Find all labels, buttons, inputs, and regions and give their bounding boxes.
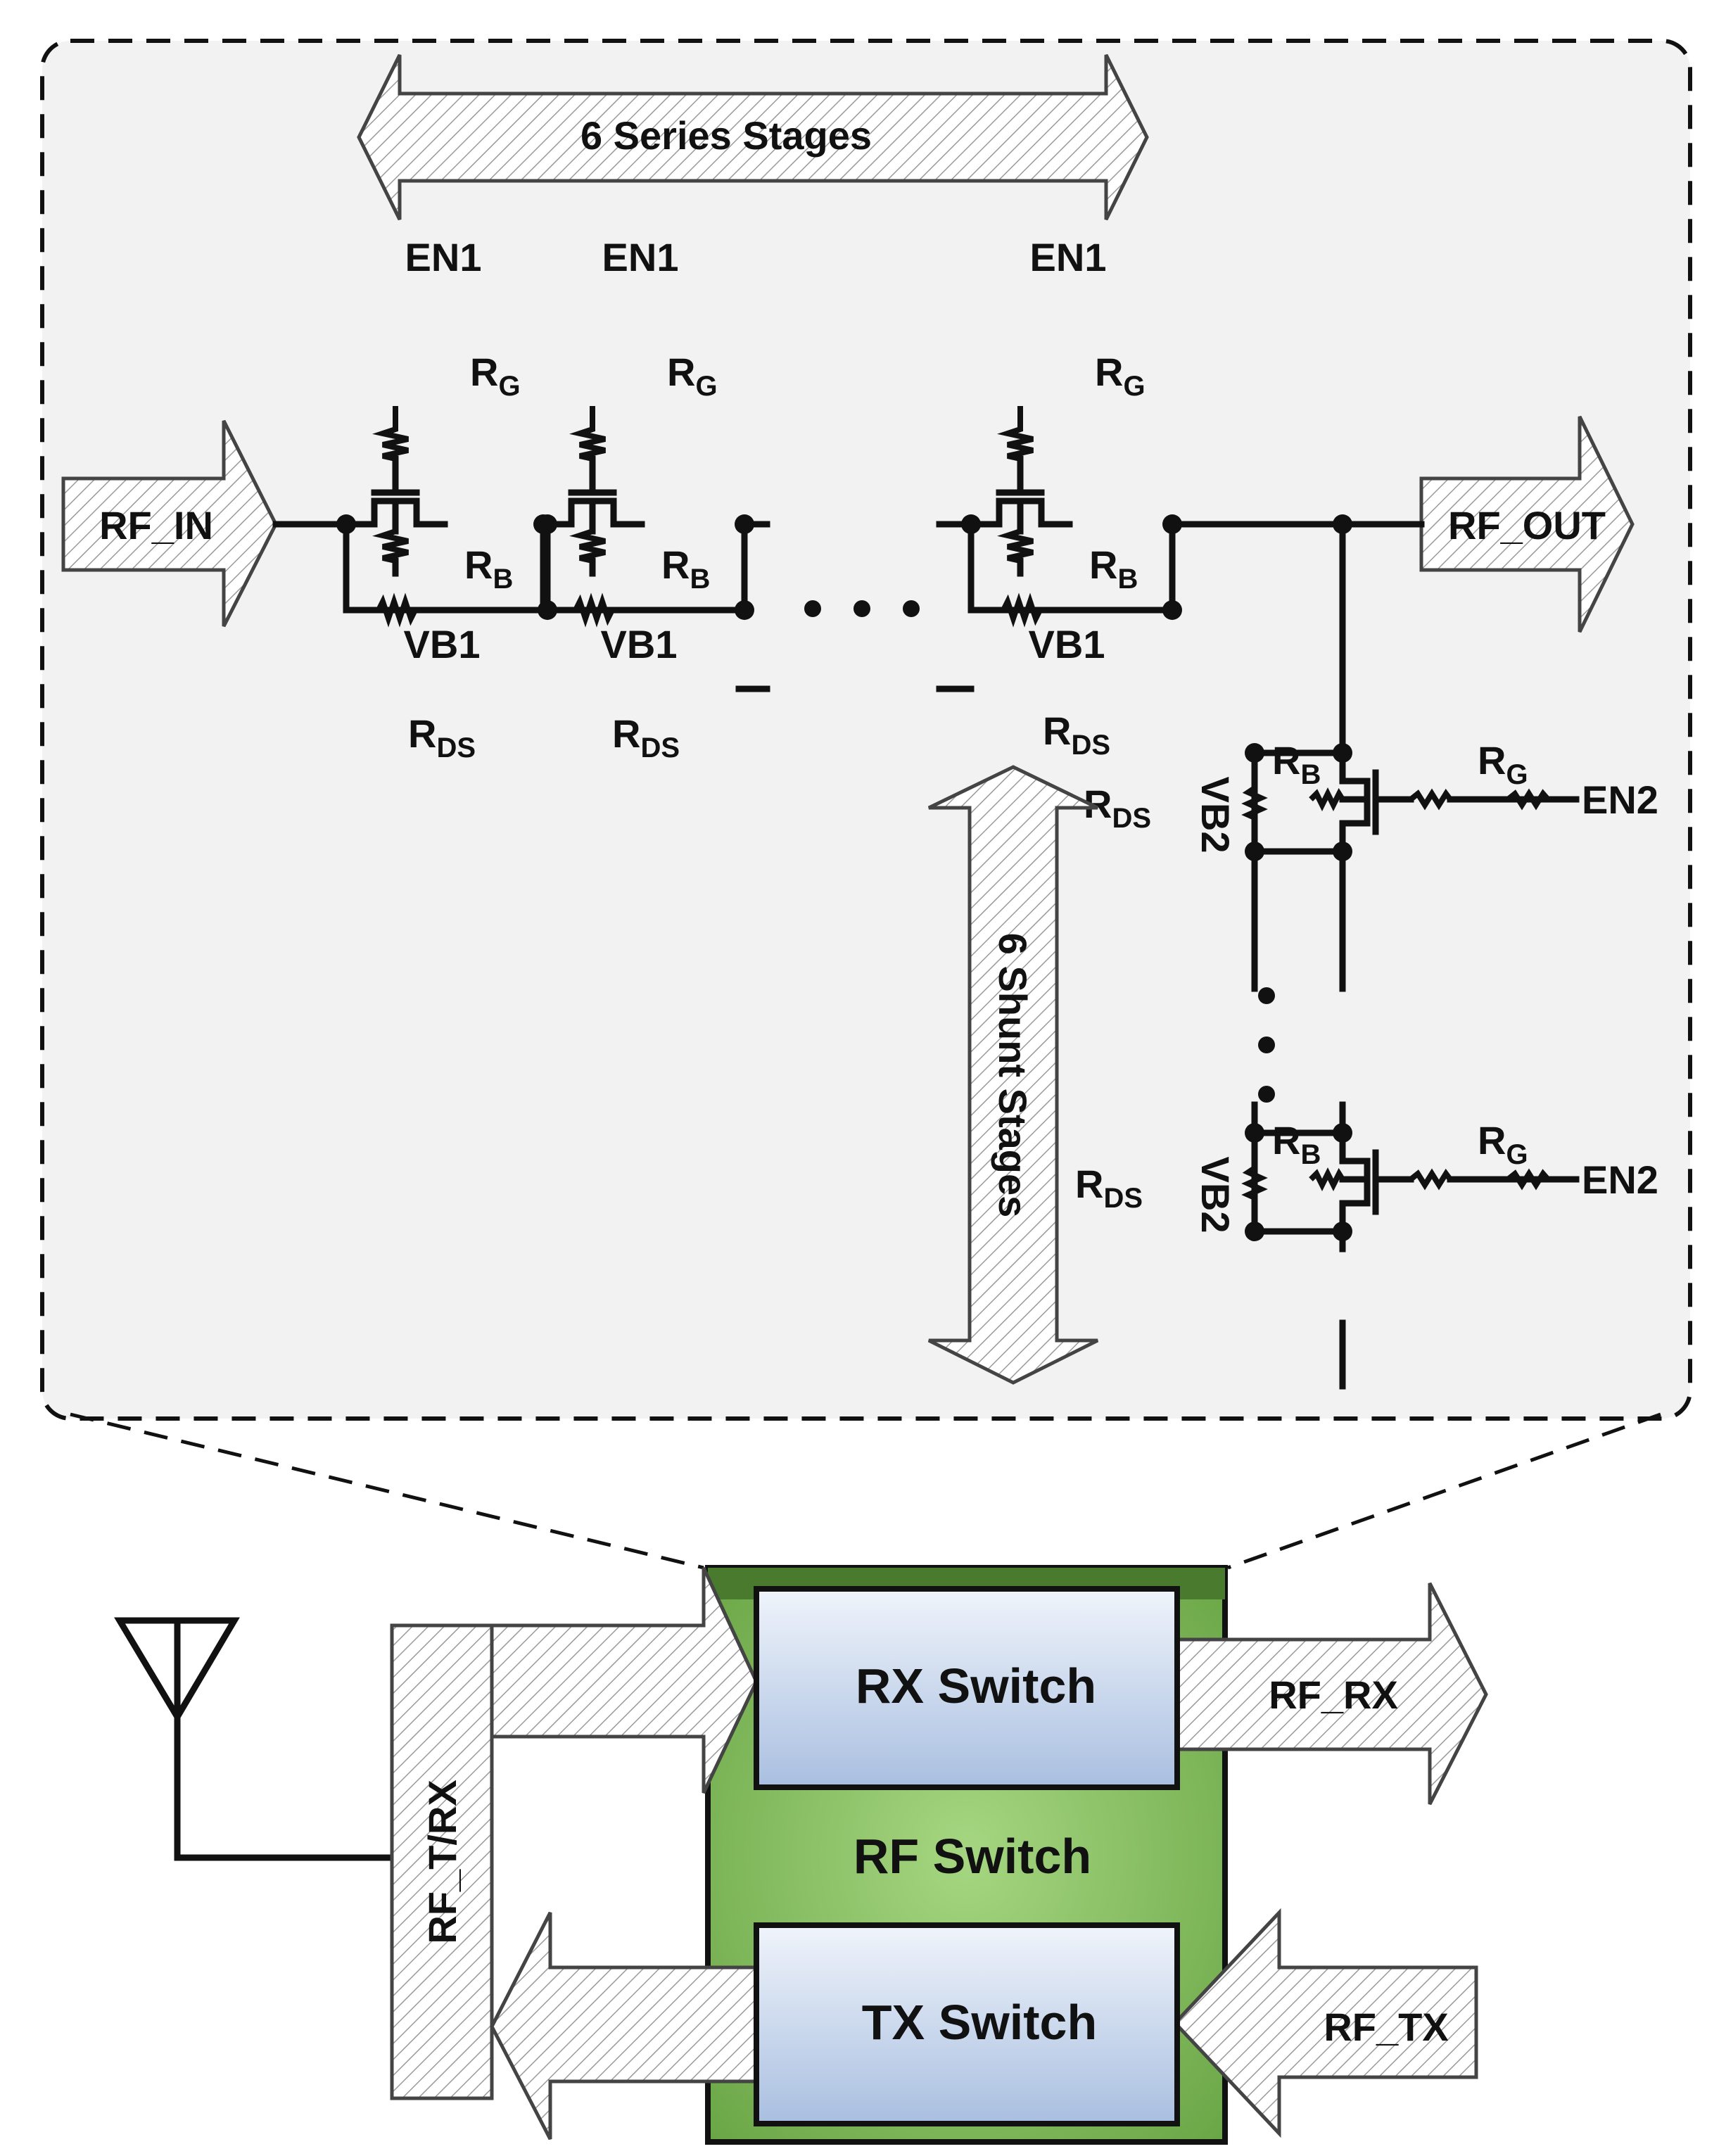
tx-output-arrow [490, 1911, 759, 2141]
rb-label-2: RB [661, 543, 710, 595]
en1-label-6: EN1 [1030, 235, 1107, 279]
rf-tx-arrow [1172, 1908, 1478, 2138]
vb2-label-6: VB2 [1193, 1157, 1238, 1234]
rg-label-6: RG [1095, 350, 1146, 402]
antenna-icon [114, 1617, 395, 1861]
detail-panel [40, 39, 1692, 1421]
shunt-rds-label-6: RDS [1075, 1162, 1143, 1214]
vb1-label-2: VB1 [601, 622, 678, 666]
rg-label-2: RG [667, 350, 718, 402]
en2-label-1: EN2 [1582, 778, 1658, 822]
rx-input-arrow [490, 1566, 759, 1794]
rds-label-1: RDS [408, 711, 476, 763]
rx-switch-block [754, 1586, 1180, 1790]
rf-trx-label: RF_T/RX [420, 1780, 464, 1943]
vb2-label-1: VB2 [1193, 777, 1238, 854]
rf-tx-label: RF_TX [1324, 2005, 1448, 2049]
rf-out-arrow [1419, 415, 1635, 633]
series-stages-label: 6 Series Stages [580, 113, 872, 158]
rf-rx-arrow [1173, 1582, 1488, 1806]
shunt-rb-label-1: RB [1272, 738, 1321, 790]
shunt-ellipsis [1258, 987, 1275, 1103]
en1-label-2: EN1 [602, 235, 679, 279]
shunt-rg-label-6: RG [1478, 1118, 1528, 1170]
rds-label-6: RDS [1043, 709, 1110, 761]
rf-switch-label: RF Switch [854, 1829, 1091, 1884]
shunt-stages-label: 6 Shunt Stages [991, 933, 1035, 1218]
rf-trx-bar [390, 1623, 494, 2100]
rf-rx-label: RF_RX [1269, 1673, 1398, 1717]
zoom-line-right [1227, 1412, 1661, 1570]
tx-switch-block [754, 1922, 1180, 2126]
en1-label-1: EN1 [405, 235, 482, 279]
series-stages-arrow [357, 53, 1149, 221]
shunt-rb-label-6: RB [1272, 1118, 1321, 1170]
rg-label-1: RG [470, 350, 521, 402]
rb-label-1: RB [464, 543, 513, 595]
shunt-rg-label-1: RG [1478, 738, 1528, 790]
rf-out-label: RF_OUT [1448, 503, 1606, 547]
rds-label-2: RDS [612, 711, 680, 763]
rf-in-label: RF_IN [99, 503, 213, 547]
series-ellipsis [804, 600, 920, 617]
shunt-stages-arrow [927, 765, 1099, 1385]
en2-label-6: EN2 [1582, 1158, 1658, 1202]
tx-switch-label: TX Switch [862, 1995, 1097, 2050]
rx-switch-label: RX Switch [856, 1659, 1096, 1713]
rf-in-arrow [61, 419, 278, 628]
zoom-line-left [70, 1412, 704, 1570]
vb1-label-6: VB1 [1029, 622, 1105, 666]
rb-label-6: RB [1089, 543, 1138, 595]
vb1-label-1: VB1 [404, 622, 481, 666]
